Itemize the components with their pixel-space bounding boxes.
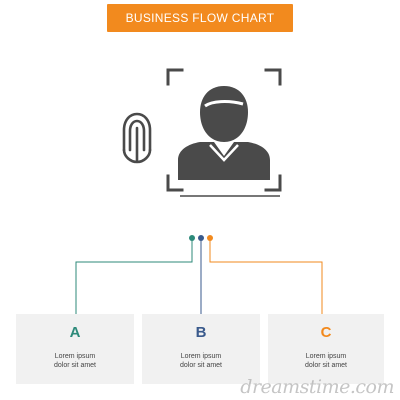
scan-frame [166,68,282,192]
step-card-a: A Lorem ipsum dolor sit amet [16,314,134,384]
connector-b-dot [198,235,204,241]
step-description-line2: dolor sit amet [53,362,97,369]
person-icon [178,86,270,180]
step-description-line1: Lorem ipsum [180,353,222,360]
step-description: Lorem ipsum dolor sit amet [16,352,134,370]
step-letter: B [195,324,207,341]
title-banner: BUSINESS FLOW CHART [107,4,293,32]
step-letter: C [320,324,332,341]
step-description-line2: dolor sit amet [179,362,223,369]
step-description-line2: dolor sit amet [304,362,348,369]
connector-c-dot [207,235,213,241]
step-letter: A [69,324,81,341]
step-description: Lorem ipsum dolor sit amet [142,352,260,370]
step-description-line1: Lorem ipsum [54,353,96,360]
connector-c [209,240,323,314]
fingerprint-icon [122,112,152,164]
connector-a-dot [189,235,195,241]
watermark: dreamstime.com [240,376,394,398]
step-description-line1: Lorem ipsum [305,353,347,360]
step-card-c: C Lorem ipsum dolor sit amet [268,314,384,384]
connector-a [75,240,193,314]
step-description: Lorem ipsum dolor sit amet [268,352,384,370]
chart-title: BUSINESS FLOW CHART [125,11,275,25]
step-card-b: B Lorem ipsum dolor sit amet [142,314,260,384]
